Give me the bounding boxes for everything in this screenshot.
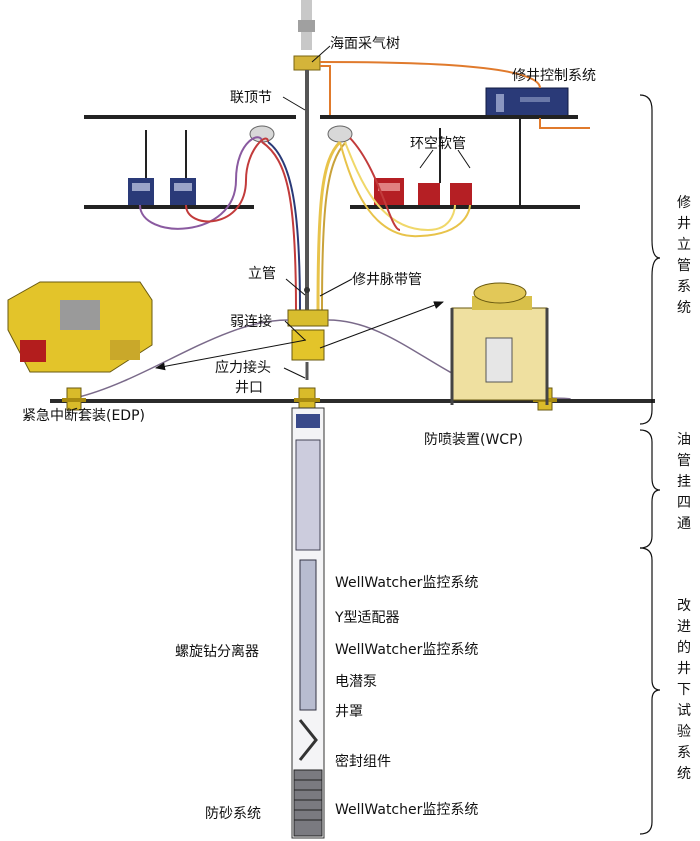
- upper-deck: [84, 115, 578, 119]
- bracket-label-riser-system: 修井立管系统: [677, 195, 691, 316]
- label-sand-control: 防砂系统: [205, 806, 261, 822]
- sheave-wheels: [249, 125, 353, 143]
- bracket-label-downhole: 改进的井下试验系统: [677, 598, 691, 782]
- label-edp: 紧急中断套装(EDP): [22, 408, 145, 424]
- hose-reels-left: [128, 130, 196, 205]
- downhole-assembly: [291, 407, 325, 839]
- label-wellwatcher-2: WellWatcher监控系统: [335, 642, 479, 658]
- lower-deck: [84, 205, 580, 209]
- umbilical-hoses: [139, 61, 590, 311]
- label-cyclone: 螺旋钻分离器: [175, 644, 259, 660]
- workover-control-console: [485, 87, 569, 119]
- label-y-adapter: Y型适配器: [335, 610, 400, 626]
- label-weak-link: 弱连接: [230, 314, 272, 330]
- label-esp: 电潜泵: [335, 674, 377, 690]
- bracket-label-tubing-hanger: 油管挂四通: [677, 432, 691, 532]
- label-wellwatcher-1: WellWatcher监控系统: [335, 575, 479, 591]
- label-surface-tree: 海面采气树: [330, 36, 400, 52]
- label-wellhead: 井口: [235, 380, 263, 396]
- label-stress-joint: 应力接头: [215, 360, 271, 376]
- hose-reels-right: [374, 118, 521, 205]
- label-shroud: 井罩: [335, 704, 363, 720]
- wcp-unit-illustration: [450, 282, 549, 405]
- label-seal-assembly: 密封组件: [335, 754, 391, 770]
- seabed-line: [50, 399, 655, 403]
- label-workover-control: 修井控制系统: [512, 68, 596, 84]
- label-umbilical: 修井脉带管: [352, 272, 422, 288]
- edp-unit-illustration: [7, 281, 153, 373]
- label-top-joint: 联顶节: [230, 90, 272, 106]
- edp-wcp-stack: [287, 309, 329, 380]
- label-riser: 立管: [248, 266, 276, 282]
- label-wellwatcher-3: WellWatcher监控系统: [335, 802, 479, 818]
- leader-lines: [155, 45, 471, 379]
- surface-tree-illustration: [293, 0, 321, 71]
- label-annulus-hose: 环空软管: [410, 136, 466, 152]
- label-wcp: 防喷装置(WCP): [424, 432, 523, 448]
- grouping-braces: [639, 94, 661, 835]
